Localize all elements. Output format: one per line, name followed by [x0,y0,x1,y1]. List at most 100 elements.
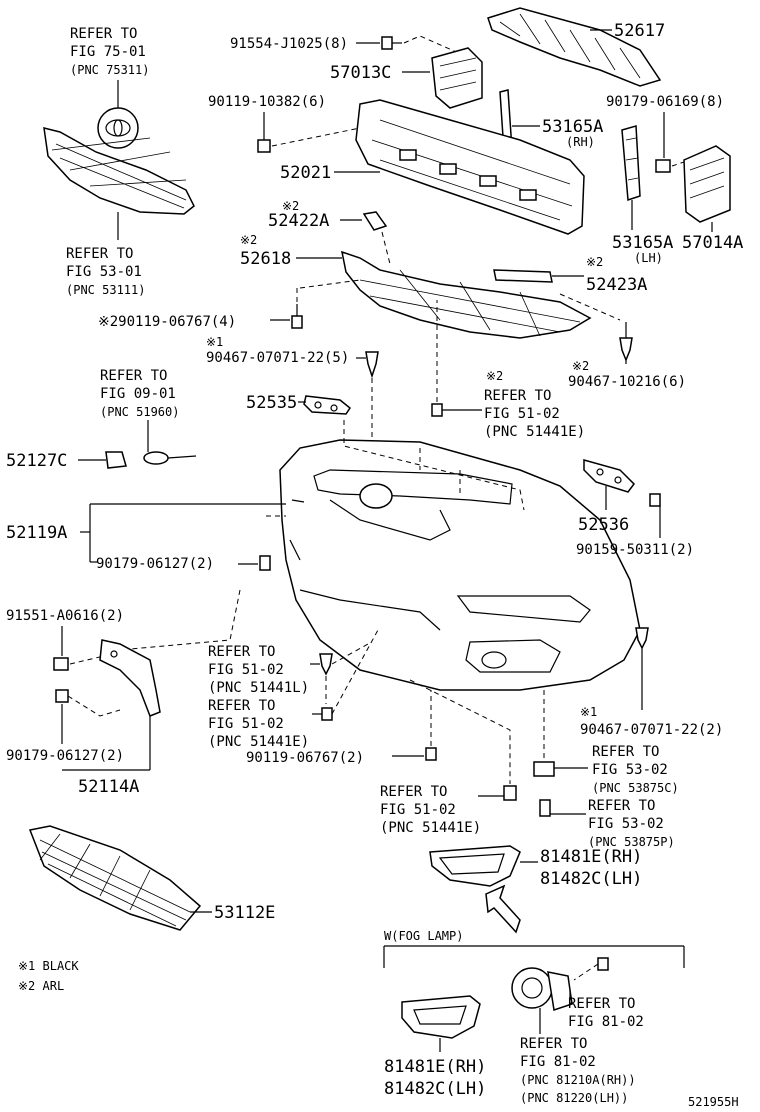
mark-52422a: ※2 [282,199,299,213]
bolt-icon [381,36,402,50]
label-52422a: 52422A [268,211,329,231]
ref-fig-51-02-b-line2: FIG 51-02 [208,662,284,678]
mark-90467-bottom: ※1 [580,705,597,719]
ref-fig-81-02-a-line2: FIG 81-02 [568,1014,644,1030]
label-90179-06127-b: 90179-06127(2) [6,748,124,764]
bolt-icon [291,304,303,329]
ref-fig-51-02-c-line2: FIG 51-02 [208,716,284,732]
label-90467-10216: 90467-10216(6) [568,374,686,390]
ref-fig-53-02-a-line1: REFER TO [592,744,659,760]
ref-fig-75-01-line2: FIG 75-01 [70,44,146,60]
mark-ref-51-02-a: ※2 [486,369,503,383]
part-52422a-clip [362,211,388,231]
label-52535: 52535 [246,393,297,413]
bolt-icon [503,785,517,801]
label-90467-07071-top: 90467-07071-22(5) [206,350,349,366]
part-53165a-lh-stay [621,125,641,202]
part-81481e-fog-cover-upper [429,845,521,887]
ref-fig-51-02-d-line3: (PNC 51441E) [380,820,481,836]
label-90179-06169: 90179-06169(8) [606,94,724,110]
mark-52423a: ※2 [586,255,603,269]
ref-fig-51-02-a-line2: FIG 51-02 [484,406,560,422]
label-81482c-upper: 81482C(LH) [540,869,642,889]
ref-fig-51-02-a-line3: (PNC 51441E) [484,424,585,440]
note-black: ※1 BLACK [18,959,79,973]
part-fog-lamp-assy [511,967,573,1011]
bolt-icon [53,657,69,671]
part-53112e-lower-grille [28,825,202,931]
label-53165a-lh: 53165A [612,233,673,253]
label-52021: 52021 [280,163,331,183]
ref-fig-81-02-b-line1: REFER TO [520,1036,587,1052]
label-90119-06767-b: 90119-06767(2) [246,750,364,766]
label-81481e-lower: 81481E(RH) [384,1057,486,1077]
fog-lamp-group-title: W(FOG LAMP) [384,929,463,943]
ref-fig-53-02-a-line2: FIG 53-02 [592,762,668,778]
towing-eye-icon [143,451,197,465]
ref-fig-81-02-b-line2: FIG 81-02 [520,1054,596,1070]
part-52617-energy-absorber [487,7,662,87]
label-90179-06127-a: 90179-06127(2) [96,556,214,572]
bolt-icon [649,493,661,507]
emblem-icon [359,483,393,509]
ref-fig-51-02-b-line1: REFER TO [208,644,275,660]
label-90467-07071-bottom: 90467-07071-22(2) [580,722,723,738]
label-52119a: 52119A [6,523,67,543]
ref-fig-53-02-b-line3: (PNC 53875P) [588,835,675,849]
ref-fig-53-02-a-line3: (PNC 53875C) [592,781,679,795]
part-52021-bumper-reinforcement [355,99,585,235]
ref-fig-09-01-line2: FIG 09-01 [100,386,176,402]
label-53165a-lh-side: (LH) [634,251,663,265]
arrow-icon [485,884,521,934]
ref-fig-09-01-line1: REFER TO [100,368,167,384]
ref-fig-53-01-line2: FIG 53-01 [66,264,142,280]
ref-fig-51-02-c-line1: REFER TO [208,698,275,714]
part-upper-grille [43,127,195,215]
bolt-icon [425,747,437,761]
ref-fig-53-01-line1: REFER TO [66,246,133,262]
clip-icon [259,555,271,571]
clip-icon [319,653,333,676]
label-53165a-rh: 53165A [542,117,603,137]
bolt-icon [597,957,609,971]
label-52114a: 52114A [78,777,139,797]
part-52536-bracket [583,459,635,493]
ref-fig-51-02-d-line2: FIG 51-02 [380,802,456,818]
nut-icon [655,159,671,173]
label-90119-10382: 90119-10382(6) [208,94,326,110]
part-52127c-cap [105,451,127,469]
ref-fig-75-01-line3: (PNC 75311) [70,63,149,77]
ref-fig-51-02-c-line3: (PNC 51441E) [208,734,309,750]
ref-fig-51-02-a-line1: REFER TO [484,388,551,404]
clip-icon [365,351,379,379]
label-91551-a0616: 91551-A0616(2) [6,608,124,624]
label-81481e-upper: 81481E(RH) [540,847,642,867]
drawing-number: 521955H [688,1095,739,1109]
label-90159-50311: 90159-50311(2) [576,542,694,558]
part-81481e-fog-cover-lower [401,995,481,1039]
label-53165a-rh-side: (RH) [566,135,595,149]
ref-fig-75-01-line1: REFER TO [70,26,137,42]
label-52127c: 52127C [6,451,67,471]
note-arl: ※2 ARL [18,979,64,993]
ref-fig-81-02-b-line4: (PNC 81220(LH)) [520,1091,628,1105]
part-52423a-clip [493,269,553,283]
part-57014a-bracket [683,145,731,223]
part-52618-lower-cover [341,250,592,339]
part-52535-bracket [303,395,352,415]
part-57013c-bracket [431,47,483,109]
ref-fig-53-02-b-line1: REFER TO [588,798,655,814]
ref-fig-81-02-a-line1: REFER TO [568,996,635,1012]
label-53112e: 53112E [214,903,275,923]
part-52114a-license-bracket [99,639,161,717]
bolt-icon [321,707,333,721]
clip-icon [619,337,633,363]
ref-fig-53-02-b-line2: FIG 53-02 [588,816,664,832]
screw-icon [539,799,551,817]
ref-fig-09-01-line3: (PNC 51960) [100,405,179,419]
bolt-icon [431,403,443,417]
ref-fig-81-02-b-line3: (PNC 81210A(RH)) [520,1073,636,1087]
ref-fig-51-02-b-line3: (PNC 51441L) [208,680,309,696]
clip-icon [55,689,69,703]
